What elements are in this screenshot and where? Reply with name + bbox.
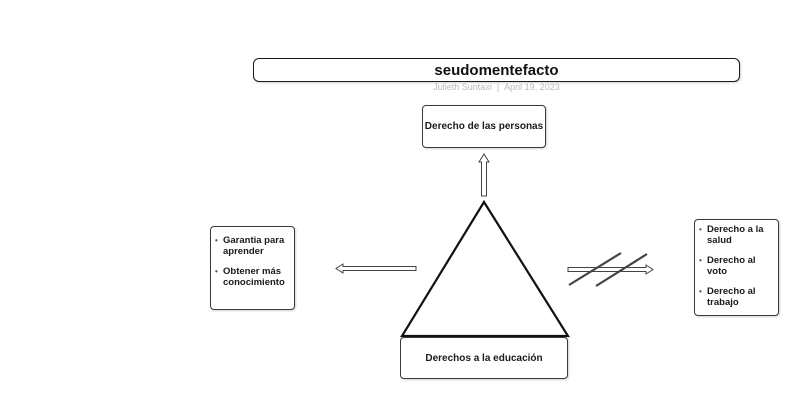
page-title: seudomentefacto	[434, 61, 559, 79]
author-name: Julieth Suntaxi	[433, 82, 492, 92]
right-list: Derecho a la salud Derecho al voto Derec…	[699, 224, 772, 308]
node-right: Derecho a la salud Derecho al voto Derec…	[694, 219, 779, 316]
right-arrow	[567, 264, 654, 275]
list-item: Obtener más conocimiento	[215, 266, 288, 288]
list-item: Derecho al voto	[699, 255, 772, 277]
node-top-label: Derecho de las personas	[424, 121, 544, 132]
list-item: Garantia para aprender	[215, 235, 288, 257]
left-list: Garantia para aprender Obtener más conoc…	[215, 235, 288, 288]
negation-slash-1	[568, 252, 622, 286]
byline: Julieth Suntaxi | April 19, 2023	[253, 82, 740, 92]
node-left: Garantia para aprender Obtener más conoc…	[210, 226, 295, 310]
title-box: seudomentefacto	[253, 58, 740, 82]
node-bottom: Derechos a la educación	[400, 337, 568, 379]
negation-slash-2	[595, 253, 648, 287]
triangle-shape	[400, 199, 570, 338]
byline-separator: |	[496, 82, 500, 92]
left-arrow	[335, 263, 417, 274]
date-text: April 19, 2023	[504, 82, 560, 92]
node-bottom-label: Derechos a la educación	[425, 352, 543, 364]
list-item: Derecho a la salud	[699, 224, 772, 246]
up-arrow	[478, 153, 490, 197]
node-top: Derecho de las personas	[422, 105, 546, 148]
list-item: Derecho al trabajo	[699, 286, 772, 308]
